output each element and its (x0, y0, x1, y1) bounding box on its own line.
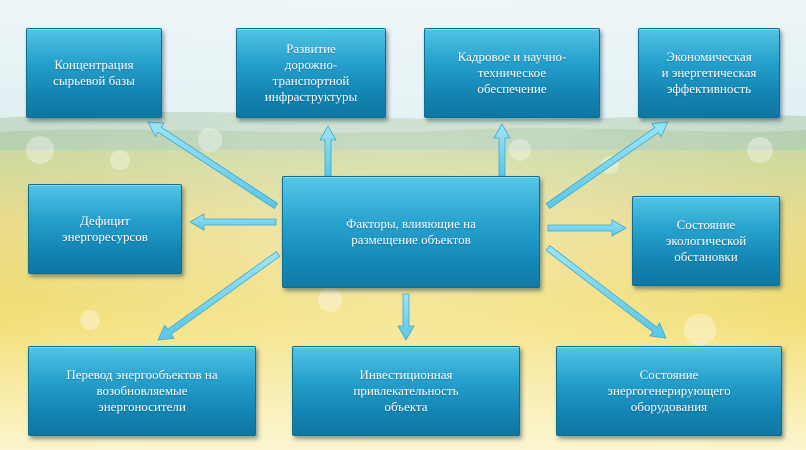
node-renewables-transition: Перевод энергообъектов на возобновляемые… (28, 346, 256, 436)
node-personnel-support: Кадровое и научно- техническое обеспечен… (424, 28, 600, 118)
node-road-infrastructure: Развитие дорожно- транспортной инфрастру… (236, 28, 386, 118)
node-energy-deficit: Дефицит энергоресурсов (28, 184, 182, 274)
node-investment-attractiveness: Инвестиционная привлекательность объекта (292, 346, 520, 436)
node-economic-efficiency: Экономическая и энергетическая эффективн… (638, 28, 780, 118)
node-ecological-state: Состояние экологической обстановки (632, 196, 780, 286)
node-raw-material-concentration: Концентрация сырьевой базы (26, 28, 162, 118)
node-placement-factors: Факторы, влияющие на размещение объектов (282, 176, 540, 288)
node-equipment-state: Состояние энергогенерирующего оборудован… (556, 346, 782, 436)
